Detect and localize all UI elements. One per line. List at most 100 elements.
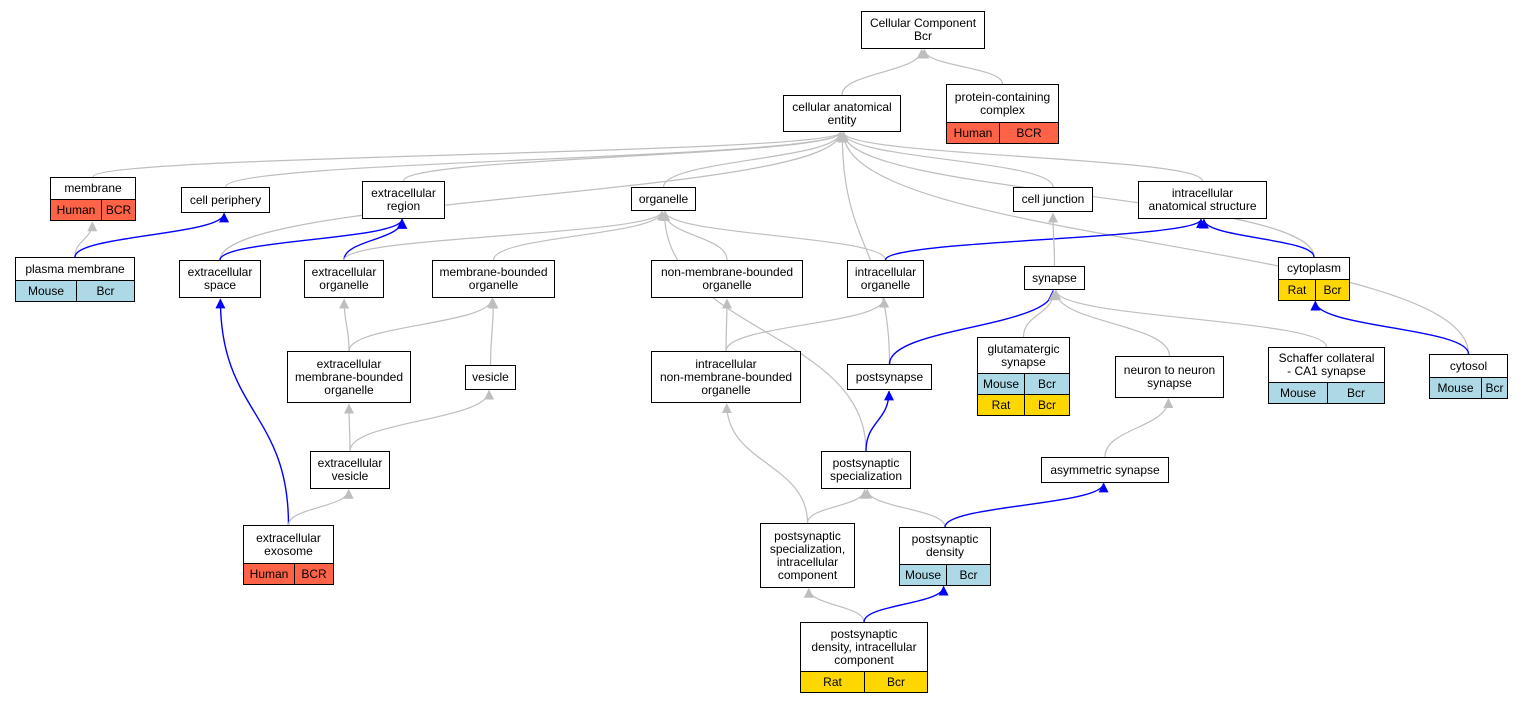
- node-non-membrane-bounded-organelle[interactable]: non-membrane-bounded organelle: [651, 260, 803, 298]
- annotation-row: Rat Bcr: [1279, 279, 1349, 300]
- node-intracellular-organelle[interactable]: intracellular organelle: [847, 260, 924, 298]
- edge-asymsynapse-to-n2n: [1104, 398, 1174, 458]
- node-neuron-to-neuron-synapse[interactable]: neuron to neuron synapse: [1115, 356, 1224, 398]
- gene-cell: Bcr: [1024, 374, 1069, 394]
- gene-cell: Bcr: [946, 565, 990, 585]
- edge-psd-to-asymsynapse: [944, 482, 1109, 528]
- node-cytosol[interactable]: cytosol Mouse Bcr: [1429, 354, 1508, 399]
- species-cell: Human: [51, 200, 101, 220]
- gene-cell: Bcr: [76, 281, 134, 301]
- node-schaffer-collateral-ca1-synapse[interactable]: Schaffer collateral - CA1 synapse Mouse …: [1268, 347, 1385, 404]
- node-label: intracellular non-membrane-bounded organ…: [659, 356, 793, 397]
- node-postsynaptic-specialization-intracellular-component[interactable]: postsynaptic specialization, intracellul…: [760, 523, 855, 588]
- edge-mbo-to-organelle: [492, 210, 668, 261]
- annotation-row: Mouse Bcr: [1269, 382, 1384, 403]
- node-protein-containing-complex[interactable]: protein-containing complex Human BCR: [946, 84, 1059, 144]
- node-asymmetric-synapse[interactable]: asymmetric synapse: [1041, 457, 1169, 483]
- node-intracellular-anatomical-structure[interactable]: intracellular anatomical structure: [1138, 181, 1267, 219]
- annotation-row: Mouse Bcr: [900, 564, 990, 585]
- species-cell: Mouse: [1269, 383, 1327, 403]
- edge-intraorganelle-to-organelle: [660, 210, 887, 261]
- node-label: Schaffer collateral - CA1 synapse: [1278, 351, 1375, 378]
- node-extracellular-region[interactable]: extracellular region: [362, 181, 445, 219]
- node-membrane[interactable]: membrane Human BCR: [50, 177, 136, 221]
- node-label: membrane: [64, 181, 122, 195]
- edge-extraregion-to-cae: [402, 131, 846, 182]
- node-label: intracellular anatomical structure: [1148, 186, 1257, 213]
- node-vesicle[interactable]: vesicle: [465, 365, 516, 390]
- node-label: extracellular space: [187, 265, 253, 292]
- edge-inmbo-to-nmbo: [721, 298, 732, 352]
- node-label: Cellular Component Bcr: [869, 16, 977, 43]
- node-label: cell periphery: [189, 192, 262, 207]
- node-label: extracellular membrane-bounded organelle: [294, 356, 404, 397]
- gene-cell: Bcr: [1481, 378, 1507, 398]
- node-label: non-membrane-bounded organelle: [660, 265, 794, 292]
- edge-pcc-to-root: [919, 48, 1004, 85]
- edge-extraorganelle-to-extraregion: [343, 218, 408, 261]
- node-cytoplasm[interactable]: cytoplasm Rat Bcr: [1278, 257, 1350, 301]
- node-extracellular-membrane-bounded-organelle[interactable]: extracellular membrane-bounded organelle: [287, 351, 411, 403]
- edge-plasmamembrane-to-cellperiphery: [74, 212, 230, 258]
- node-postsynaptic-density-intracellular-component[interactable]: postsynaptic density, intracellular comp…: [800, 622, 928, 693]
- node-label: postsynaptic density, intracellular comp…: [811, 626, 917, 667]
- node-label: extracellular exosome: [256, 530, 321, 558]
- annotation-row: Rat Bcr: [978, 394, 1069, 415]
- edge-glutsynapse-to-synapse: [1022, 290, 1059, 338]
- node-postsynapse[interactable]: postsynapse: [847, 364, 932, 390]
- species-cell: Rat: [1279, 280, 1315, 300]
- species-cell: Mouse: [1430, 378, 1481, 398]
- node-label: cell junction: [1021, 192, 1085, 206]
- node-cell-periphery[interactable]: cell periphery: [181, 187, 270, 213]
- annotation-row: Mouse Bcr: [978, 373, 1069, 394]
- species-cell: Human: [947, 123, 999, 143]
- node-label: extracellular region: [371, 186, 436, 213]
- edge-pss-to-postsynapse: [865, 390, 894, 452]
- node-label: asymmetric synapse: [1050, 462, 1160, 477]
- gene-cell: Bcr: [1327, 383, 1384, 403]
- edge-intraorganelle-to-ias: [884, 218, 1206, 261]
- node-label: extracellular vesicle: [317, 456, 383, 483]
- node-postsynaptic-specialization[interactable]: postsynaptic specialization: [821, 451, 911, 489]
- node-glutamatergic-synapse[interactable]: glutamatergic synapse Mouse Bcr Rat Bcr: [977, 337, 1070, 416]
- node-cell-junction[interactable]: cell junction: [1013, 187, 1093, 212]
- node-label: postsynaptic density: [911, 532, 979, 559]
- node-label: postsynapse: [855, 369, 924, 384]
- edge-psdic-to-psd: [863, 585, 949, 623]
- edge-exosome-to-extravesicle: [287, 488, 354, 526]
- species-cell: Mouse: [978, 374, 1024, 394]
- gene-cell: BCR: [101, 200, 135, 220]
- node-intracellular-non-membrane-bounded-organelle[interactable]: intracellular non-membrane-bounded organ…: [651, 351, 801, 403]
- node-label: protein-containing complex: [954, 89, 1051, 117]
- edge-vesicle-to-mbo: [488, 298, 499, 366]
- edge-cytosol-to-cytoplasm: [1310, 300, 1470, 355]
- edge-organelle-to-cae: [662, 131, 846, 188]
- node-membrane-bounded-organelle[interactable]: membrane-bounded organelle: [432, 260, 555, 298]
- edge-extravesicle-to-embo: [344, 403, 355, 452]
- node-label: synapse: [1032, 270, 1077, 285]
- node-cellular-component[interactable]: Cellular Component Bcr: [861, 11, 985, 49]
- node-label: intracellular organelle: [854, 265, 917, 292]
- edge-n2n-to-synapse: [1050, 289, 1171, 357]
- node-cellular-anatomical-entity[interactable]: cellular anatomical entity: [783, 95, 901, 132]
- annotation-row: Human BCR: [947, 122, 1058, 143]
- node-extracellular-exosome[interactable]: extracellular exosome Human BCR: [243, 525, 334, 585]
- node-extracellular-space[interactable]: extracellular space: [179, 260, 261, 298]
- node-label: glutamatergic synapse: [987, 341, 1060, 369]
- edge-embo-to-mbo: [348, 297, 498, 352]
- node-label: neuron to neuron synapse: [1123, 363, 1216, 390]
- species-cell: Human: [244, 564, 294, 584]
- annotation-row: Mouse Bcr: [16, 280, 134, 301]
- species-cell: Mouse: [900, 565, 946, 585]
- edge-exosome-to-extraspace: [215, 298, 290, 526]
- node-synapse[interactable]: synapse: [1024, 266, 1085, 290]
- node-extracellular-organelle[interactable]: extracellular organelle: [304, 260, 384, 298]
- node-postsynaptic-density[interactable]: postsynaptic density Mouse Bcr: [899, 527, 991, 586]
- node-label: postsynaptic specialization, intracellul…: [769, 528, 846, 582]
- gene-cell: Bcr: [1315, 280, 1349, 300]
- node-extracellular-vesicle[interactable]: extracellular vesicle: [310, 451, 390, 489]
- edge-inmbo-to-intraorganelle: [725, 297, 890, 352]
- node-organelle[interactable]: organelle: [631, 187, 696, 211]
- node-plasma-membrane[interactable]: plasma membrane Mouse Bcr: [15, 257, 135, 302]
